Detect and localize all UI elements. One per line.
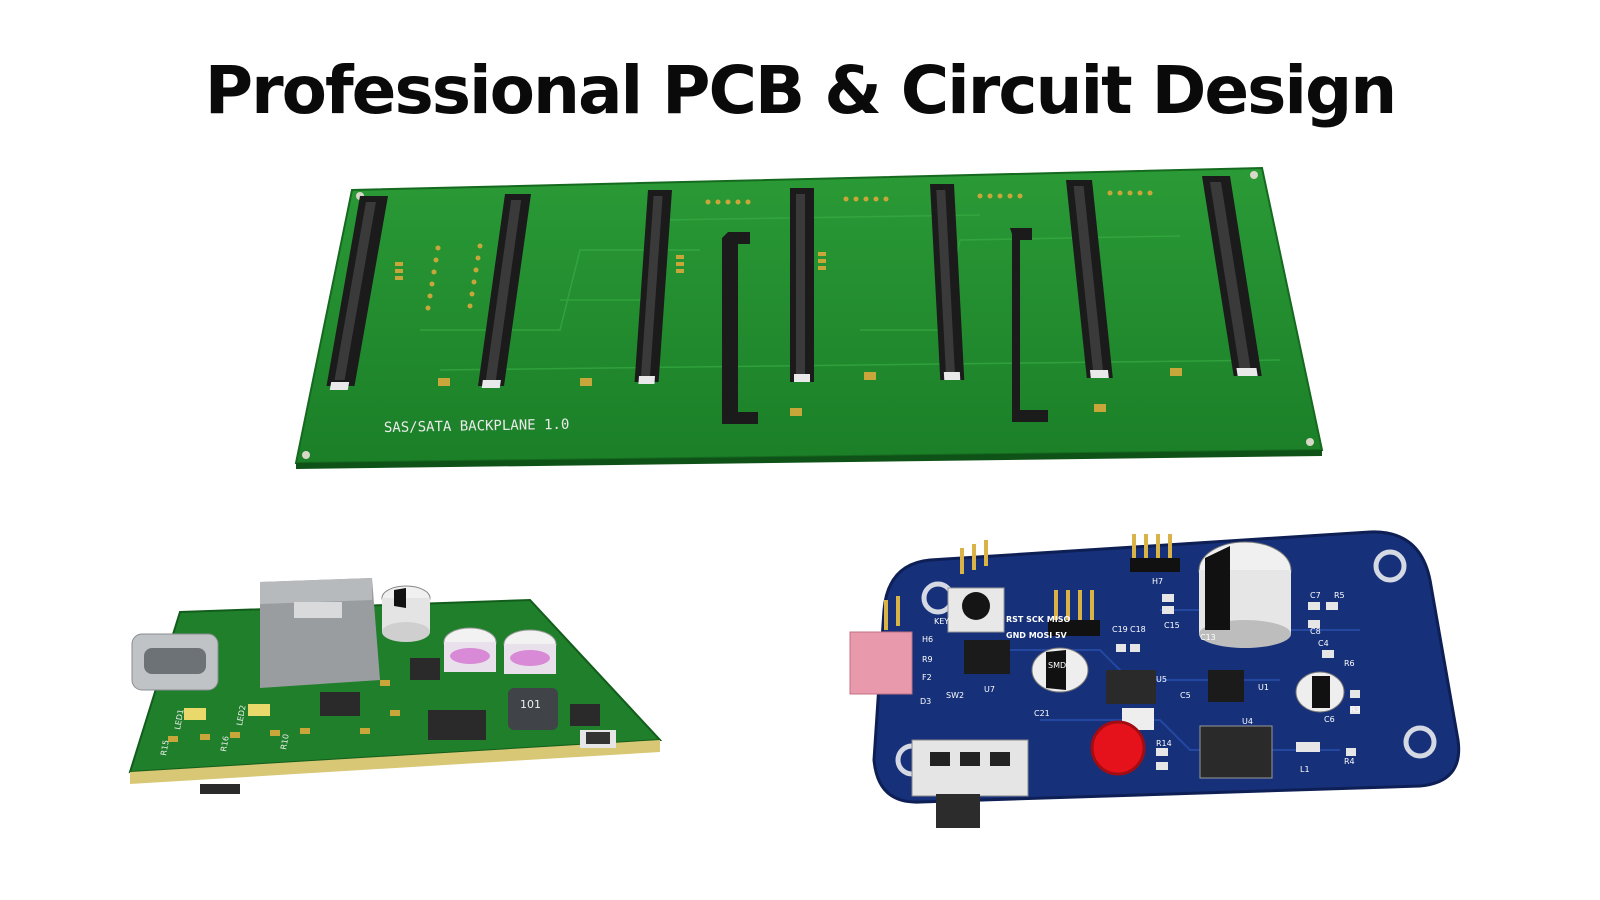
label-l1: L1 bbox=[1300, 765, 1310, 774]
label-c5: C5 bbox=[1180, 691, 1191, 700]
red-led bbox=[1090, 720, 1146, 776]
label-smd: SMD bbox=[1048, 661, 1066, 670]
led1-label: LED1 bbox=[173, 708, 185, 730]
label-u1: U1 bbox=[1258, 683, 1269, 692]
label-c8: C8 bbox=[1310, 627, 1321, 636]
led2-label: LED2 bbox=[235, 704, 247, 726]
label-f2: F2 bbox=[922, 673, 932, 682]
label-sw2: SW2 bbox=[946, 691, 964, 700]
label-c21: C21 bbox=[1034, 709, 1050, 718]
label-r9: R9 bbox=[922, 655, 933, 664]
label-c7: C7 bbox=[1310, 591, 1321, 600]
r16-label: R16 bbox=[219, 735, 231, 752]
label-key: KEY bbox=[934, 617, 949, 626]
label-c13: C13 bbox=[1200, 633, 1216, 642]
label-d3: D3 bbox=[920, 697, 931, 706]
large-capacitor bbox=[1198, 541, 1292, 648]
label-h7: H7 bbox=[1152, 577, 1163, 586]
label-r14: R14 bbox=[1156, 739, 1172, 748]
label-r4: R4 bbox=[1344, 757, 1355, 766]
backplane-silkscreen-label: SAS/SATA BACKPLANE 1.0 bbox=[384, 417, 570, 436]
label-u4: U4 bbox=[1242, 717, 1253, 726]
sata-connectors bbox=[326, 176, 1262, 390]
electrolytic-capacitors bbox=[381, 585, 557, 674]
label-u5: U5 bbox=[1156, 675, 1167, 684]
label-c6: C6 bbox=[1324, 715, 1335, 724]
blue-module-board bbox=[872, 530, 1461, 804]
inductor-label: 101 bbox=[520, 698, 541, 711]
label-rst-sck-miso: RST SCK MISO bbox=[1006, 615, 1070, 624]
label-r6: R6 bbox=[1344, 659, 1355, 668]
label-c19: C19 bbox=[1112, 625, 1128, 634]
label-r5: R5 bbox=[1334, 591, 1345, 600]
green-module-pcb-render: 101 LED1 LED2 R15 R16 R10 bbox=[128, 578, 663, 794]
page-title: Professional PCB & Circuit Design bbox=[204, 52, 1398, 129]
label-c15: C15 bbox=[1164, 621, 1180, 630]
label-c4: C4 bbox=[1318, 639, 1329, 648]
label-gnd-mosi-5v: GND MOSI 5V bbox=[1006, 631, 1068, 640]
blue-module-pcb-render: H6 H7 KEY RST SCK MISO GND MOSI 5V SMD C… bbox=[849, 530, 1461, 828]
label-u7: U7 bbox=[984, 685, 995, 694]
label-c18: C18 bbox=[1130, 625, 1146, 634]
r10-label: R10 bbox=[279, 733, 291, 750]
r15-label: R15 bbox=[159, 739, 171, 756]
label-h6: H6 bbox=[922, 635, 933, 644]
label-r3: R3 bbox=[1350, 705, 1361, 714]
